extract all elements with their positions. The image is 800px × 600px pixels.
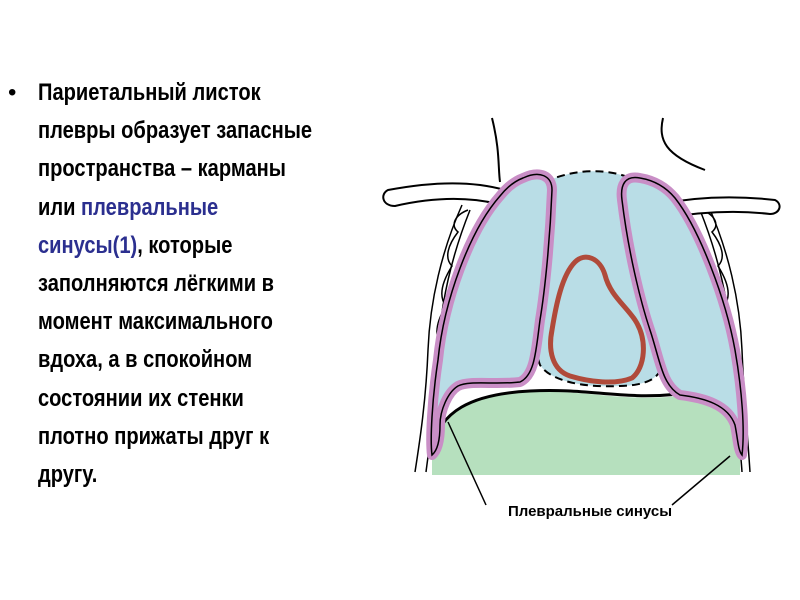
highlight-term: плевральные синусы (38, 193, 219, 259)
right-lung-outline (620, 176, 744, 457)
diaphragm (432, 391, 740, 475)
paragraph-text-part-2: , которые заполняются лёгкими в момент м… (38, 231, 274, 489)
figure-caption: Плевральные синусы (507, 503, 673, 520)
pleura-illustration (382, 117, 781, 506)
heart-outline (548, 254, 646, 385)
paragraph-text: Париетальный листок плевры образует запа… (38, 74, 318, 494)
highlight-number: (1) (112, 231, 138, 259)
bullet-marker: • (8, 79, 17, 106)
neck-right-line (660, 117, 706, 171)
neck-left-line (491, 117, 501, 183)
left-lung-outline (430, 173, 553, 457)
sinus-pointer-left (447, 421, 487, 506)
sinus-pointer-right (671, 455, 731, 506)
paragraph-text-part-1: Париетальный листок плевры образует запа… (38, 79, 313, 221)
pleural-sinuses-figure (380, 108, 800, 528)
bullet-paragraph: • Париетальный листок плевры образует за… (8, 74, 380, 494)
